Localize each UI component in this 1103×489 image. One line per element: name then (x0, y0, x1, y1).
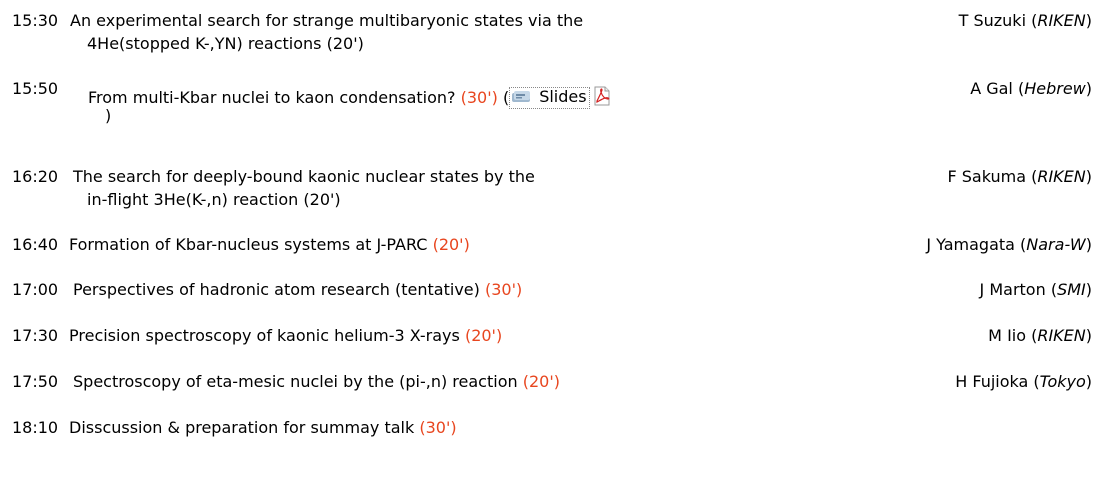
pdf-icon[interactable] (593, 86, 611, 112)
slides-link[interactable]: Slides (509, 87, 590, 109)
talk-duration: (30') (419, 418, 457, 437)
talk-duration: (30') (484, 280, 523, 299)
talk-duration: (20') (303, 190, 341, 209)
speaker-affiliation: RIKEN (1037, 326, 1086, 345)
talk-duration: (20') (464, 326, 503, 345)
talk-title: Formation of Kbar-nucleus systems at J-P… (69, 235, 470, 254)
talk-time: 15:50 (12, 79, 59, 98)
speaker-affiliation: SMI (1057, 280, 1086, 299)
talk-duration: (20') (432, 235, 470, 254)
talk-time: 16:20 (12, 167, 59, 186)
talk-duration: (20') (522, 372, 560, 391)
talk-time: 15:30 (12, 11, 59, 30)
speaker-affiliation: RIKEN (1037, 11, 1086, 30)
talk-title: Spectroscopy of eta-mesic nuclei by the … (73, 372, 560, 391)
talk-title: Precision spectroscopy of kaonic helium-… (69, 326, 503, 345)
talk-speaker: J Yamagata (Nara-W) (926, 235, 1092, 254)
talk-speaker: J Marton (SMI) (979, 280, 1092, 299)
speaker-affiliation: Hebrew (1024, 79, 1086, 98)
speaker-affiliation: RIKEN (1037, 167, 1086, 186)
talk-speaker: T Suzuki (RIKEN) (958, 11, 1092, 30)
talk-title: The search for deeply-bound kaonic nucle… (73, 167, 535, 186)
talk-duration: (20') (326, 34, 364, 53)
talk-time: 17:50 (12, 372, 59, 391)
speaker-affiliation: Nara-W (1026, 235, 1086, 254)
talk-title: Perspectives of hadronic atom research (… (73, 280, 523, 299)
slides-icon (511, 90, 533, 108)
talk-time: 17:00 (12, 280, 59, 299)
speaker-affiliation: Tokyo (1039, 372, 1086, 391)
talk-time: 18:10 (12, 418, 59, 437)
talk-speaker: M Iio (RIKEN) (988, 326, 1092, 345)
talk-time: 17:30 (12, 326, 59, 345)
talk-speaker: F Sakuma (RIKEN) (947, 167, 1092, 186)
talk-title: From multi-Kbar nuclei to kaon condensat… (88, 86, 611, 112)
talk-title-continuation: ) (105, 106, 112, 125)
talk-speaker: H Fujioka (Tokyo) (955, 372, 1092, 391)
talk-title: An experimental search for strange multi… (70, 11, 584, 30)
talk-title: Disscussion & preparation for summay tal… (69, 418, 457, 437)
talk-time: 16:40 (12, 235, 59, 254)
talk-duration: (30') (460, 88, 498, 107)
talk-title-continuation: 4He(stopped K-,YN) reactions (20') (87, 34, 364, 53)
talk-speaker: A Gal (Hebrew) (970, 79, 1092, 98)
talk-title-continuation: in-flight 3He(K-,n) reaction (20') (87, 190, 341, 209)
